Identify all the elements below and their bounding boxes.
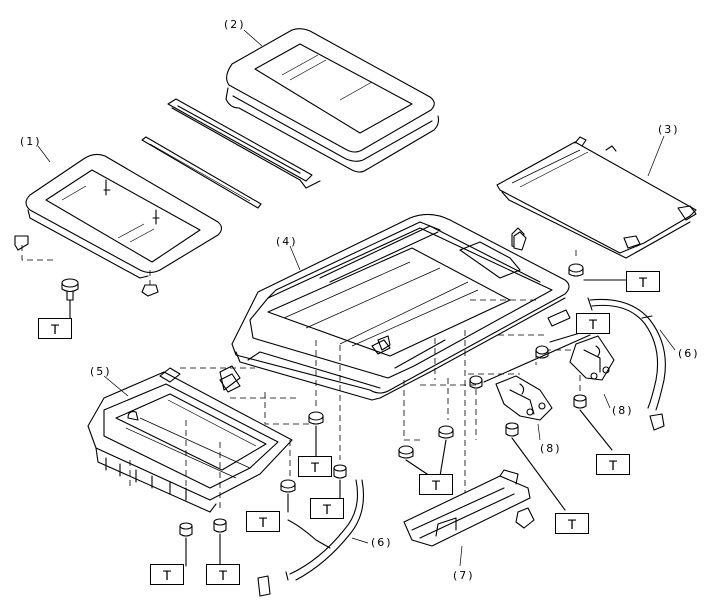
label-part-6-lower: (6) [371, 536, 393, 549]
bolt-k [573, 394, 613, 451]
clip-grommet [513, 231, 535, 529]
bolt-group-lower [179, 329, 613, 567]
label-part-4: (4) [276, 235, 298, 248]
bolt-b [333, 464, 347, 501]
bolt-f [398, 445, 431, 477]
part-7-rear-bracket [403, 469, 531, 547]
label-leader-lines [37, 29, 676, 567]
label-part-7: (7) [453, 569, 475, 582]
part-2-glass-panel [225, 28, 440, 173]
bolt-j [505, 422, 566, 511]
dashed-leader-lines [129, 299, 600, 510]
label-part-8-right: (8) [612, 404, 634, 417]
part-1-glass-panel [14, 153, 223, 297]
torque-box-9: T [555, 513, 589, 534]
torque-box-8: T [596, 454, 630, 475]
torque-box-11: T [206, 564, 240, 585]
label-part-6-right: (6) [678, 347, 700, 360]
part-8-brackets [495, 335, 615, 421]
label-part-5: (5) [90, 365, 112, 378]
bolt-part-1 [61, 278, 79, 319]
torque-box-6: T [246, 511, 280, 532]
label-part-2: (2) [224, 18, 246, 31]
torque-box-1: T [38, 318, 72, 339]
torque-box-3: T [576, 313, 610, 334]
part-6-drain-hoses [257, 297, 666, 597]
torque-box-5: T [310, 498, 344, 519]
bolt-g [438, 425, 454, 477]
bolt-a [308, 411, 324, 459]
torque-box-10: T [150, 564, 184, 585]
torque-box-4: T [298, 456, 332, 477]
small-clips [219, 339, 391, 393]
bolt-e [213, 518, 227, 567]
part-4-main-frame [231, 213, 571, 401]
bolt-c [280, 479, 296, 513]
torque-box-2: T [626, 271, 660, 292]
front-deflector-strips [141, 98, 321, 209]
part-3-sunshade [496, 136, 697, 259]
bolt-d [179, 522, 193, 567]
bolt-upper-right [568, 250, 627, 281]
bolt-i [469, 334, 591, 389]
label-part-8-left: (8) [540, 442, 562, 455]
part-5-front-frame [87, 365, 293, 513]
label-part-1: (1) [20, 135, 42, 148]
label-part-3: (3) [658, 123, 680, 136]
torque-box-7: T [419, 474, 453, 495]
